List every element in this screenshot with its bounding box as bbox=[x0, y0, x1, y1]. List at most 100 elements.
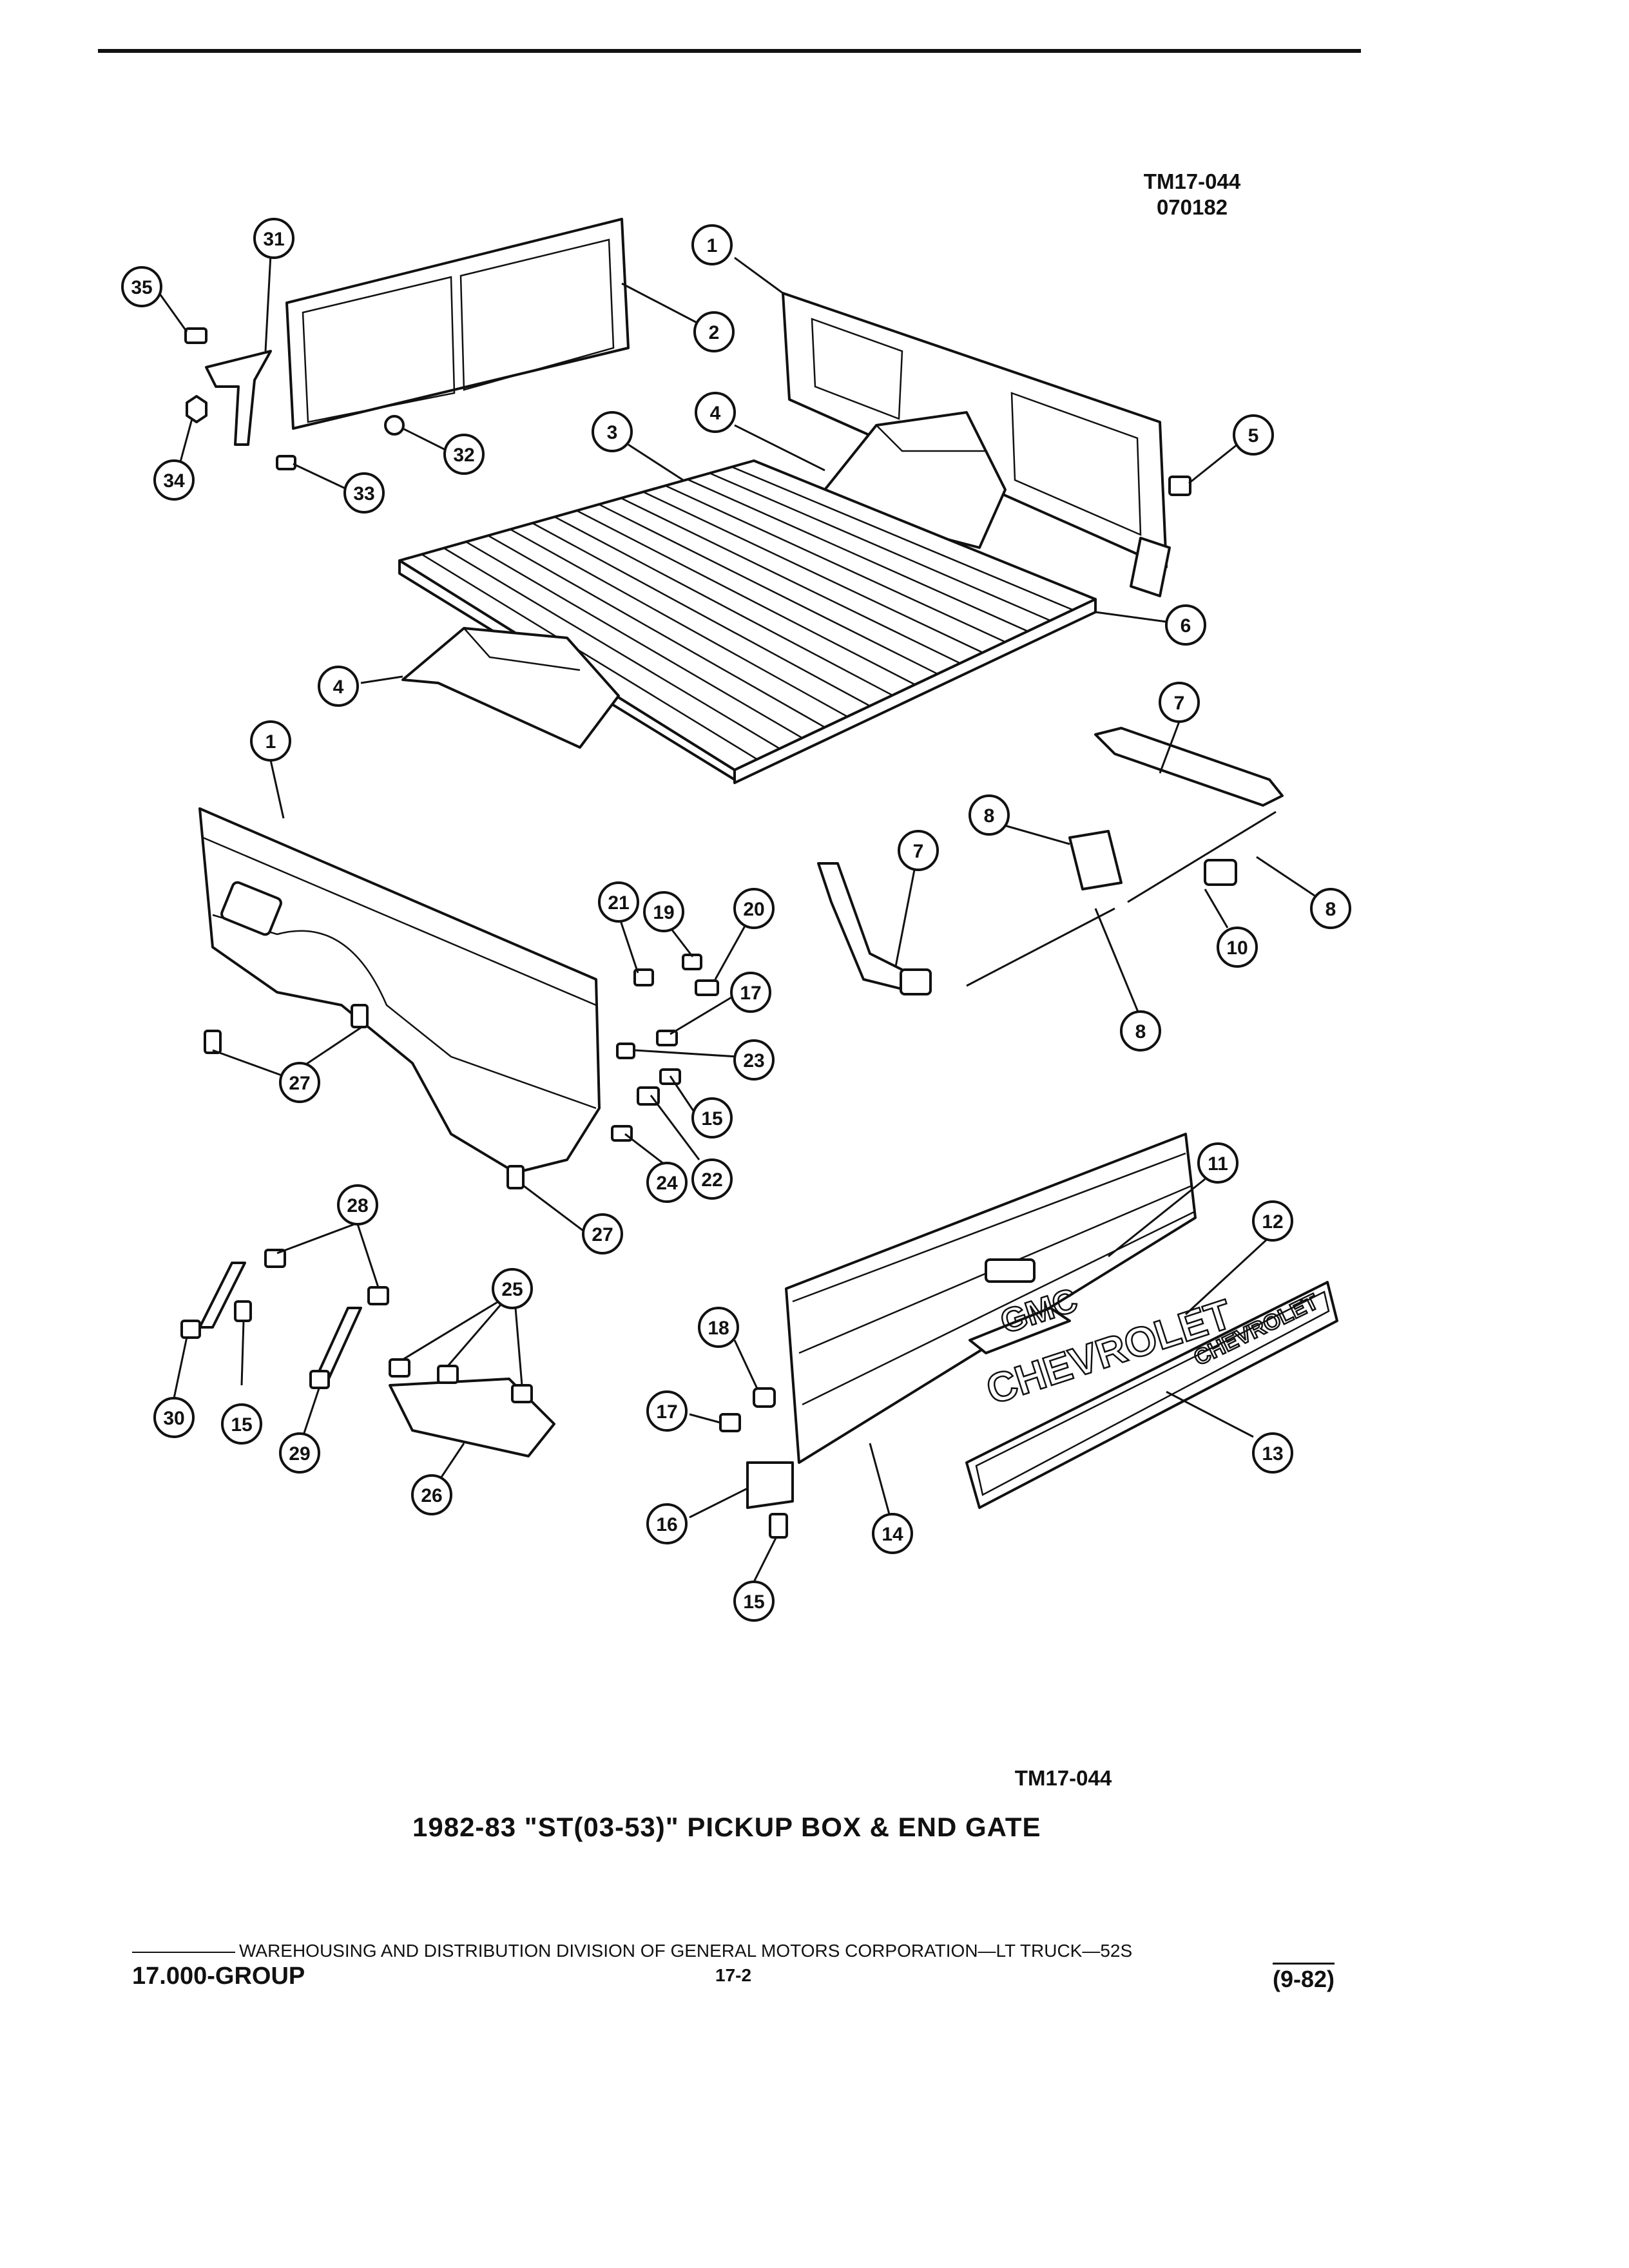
callout-4: 4 bbox=[318, 666, 359, 707]
callout-circle bbox=[691, 1097, 733, 1139]
floor-pan bbox=[398, 459, 1097, 784]
callout-circle bbox=[250, 720, 291, 762]
callout-label: 16 bbox=[656, 1514, 677, 1535]
front-bracket bbox=[205, 350, 272, 446]
footer-page-number: 17-2 bbox=[715, 1965, 752, 1985]
callout-8: 8 bbox=[1120, 1010, 1161, 1052]
callout-label: 15 bbox=[701, 1108, 722, 1129]
callout-circle bbox=[1310, 888, 1351, 929]
callout-circle bbox=[691, 224, 733, 265]
callout-30: 30 bbox=[153, 1397, 195, 1438]
callout-circle bbox=[1252, 1432, 1293, 1474]
floor-rib bbox=[731, 466, 1074, 611]
callout-label: 8 bbox=[1325, 899, 1336, 920]
footer-division: WAREHOUSING AND DISTRIBUTION DIVISION OF… bbox=[239, 1941, 1133, 1961]
floor-rib bbox=[598, 503, 938, 675]
callout-circle bbox=[337, 1184, 378, 1225]
callout-15: 15 bbox=[221, 1403, 262, 1445]
callout-15: 15 bbox=[691, 1097, 733, 1139]
callout-label: 6 bbox=[1181, 615, 1191, 637]
callout-19: 19 bbox=[643, 891, 684, 932]
callout-label: 28 bbox=[347, 1195, 368, 1216]
footer-group: 17.000-GROUP bbox=[132, 1963, 305, 1990]
callout-22: 22 bbox=[691, 1158, 733, 1200]
callout-circle bbox=[279, 1062, 320, 1103]
callout-label: 2 bbox=[709, 322, 720, 343]
callout-circle bbox=[153, 1397, 195, 1438]
footer-rule bbox=[132, 1951, 235, 1953]
callout-circle bbox=[279, 1432, 320, 1474]
callout-circle bbox=[582, 1213, 623, 1254]
callout-17: 17 bbox=[646, 1390, 688, 1432]
callout-circle bbox=[1159, 682, 1200, 723]
callout-label: 8 bbox=[984, 805, 995, 827]
callout-circle bbox=[646, 1390, 688, 1432]
floor-rib bbox=[510, 528, 848, 718]
callout-label: 1 bbox=[265, 731, 276, 753]
callout-circle bbox=[153, 459, 195, 501]
callout-26: 26 bbox=[411, 1474, 452, 1515]
callout-label: 13 bbox=[1262, 1443, 1283, 1465]
callout-circle bbox=[253, 218, 294, 259]
callout-32: 32 bbox=[443, 434, 485, 475]
callout-label: 3 bbox=[607, 422, 618, 443]
callout-label: 34 bbox=[163, 470, 185, 492]
callout-circle bbox=[733, 888, 775, 929]
callout-27: 27 bbox=[279, 1062, 320, 1103]
callout-34: 34 bbox=[153, 459, 195, 501]
callout-circle bbox=[691, 1158, 733, 1200]
callout-circle bbox=[343, 472, 385, 514]
callout-label: 11 bbox=[1208, 1153, 1228, 1175]
callout-8: 8 bbox=[1310, 888, 1351, 929]
floor-rib bbox=[687, 478, 1028, 632]
callout-circle bbox=[592, 411, 633, 452]
callout-label: 27 bbox=[289, 1073, 310, 1094]
top-rule bbox=[98, 49, 1361, 53]
callout-21: 21 bbox=[598, 881, 639, 923]
clip-5 bbox=[1168, 476, 1191, 496]
callout-circle bbox=[492, 1268, 533, 1309]
callout-label: 4 bbox=[710, 403, 721, 424]
callout-7: 7 bbox=[898, 830, 939, 871]
callout-label: 17 bbox=[740, 983, 761, 1004]
callout-label: 1 bbox=[707, 235, 718, 256]
floor-rib bbox=[465, 541, 803, 739]
callout-circle bbox=[1252, 1200, 1293, 1242]
callout-circle bbox=[318, 666, 359, 707]
reference-code: TM17-044 bbox=[1143, 169, 1241, 193]
callout-circle bbox=[872, 1513, 913, 1554]
callout-13: 13 bbox=[1252, 1432, 1293, 1474]
footer-division-line: WAREHOUSING AND DISTRIBUTION DIVISION OF… bbox=[132, 1941, 1132, 1961]
floor-rib bbox=[421, 553, 758, 760]
callout-23: 23 bbox=[733, 1039, 775, 1081]
callout-label: 22 bbox=[701, 1169, 722, 1191]
wheelhouse-lower bbox=[401, 627, 620, 749]
support-rods bbox=[817, 727, 1284, 995]
callout-35: 35 bbox=[121, 266, 162, 307]
callout-label: 30 bbox=[163, 1408, 184, 1429]
figure-reference-top: TM17-044 070182 bbox=[1095, 169, 1289, 220]
bolt-35 bbox=[184, 327, 207, 344]
callout-8: 8 bbox=[969, 794, 1010, 836]
exploded-parts-diagram: GMC CHEVROLET CHEVROLET bbox=[121, 218, 1351, 1622]
callout-label: 19 bbox=[653, 902, 674, 923]
callout-label: 18 bbox=[708, 1318, 729, 1339]
callout-label: 35 bbox=[131, 277, 152, 298]
callout-label: 20 bbox=[743, 899, 764, 920]
reference-date: 070182 bbox=[1156, 195, 1228, 219]
floor-rib bbox=[642, 491, 983, 653]
callout-20: 20 bbox=[733, 888, 775, 929]
callout-label: 24 bbox=[656, 1173, 678, 1194]
callout-10: 10 bbox=[1217, 927, 1258, 968]
screw-33 bbox=[276, 455, 296, 470]
callout-circle bbox=[733, 1039, 775, 1081]
callout-label: 31 bbox=[263, 229, 284, 250]
callout-label: 15 bbox=[231, 1414, 252, 1436]
callout-15: 15 bbox=[733, 1581, 775, 1622]
callout-27: 27 bbox=[582, 1213, 623, 1254]
nut-34 bbox=[186, 395, 207, 423]
callout-label: 26 bbox=[421, 1485, 442, 1506]
callout-circle bbox=[693, 311, 735, 352]
callout-label: 8 bbox=[1135, 1021, 1146, 1043]
